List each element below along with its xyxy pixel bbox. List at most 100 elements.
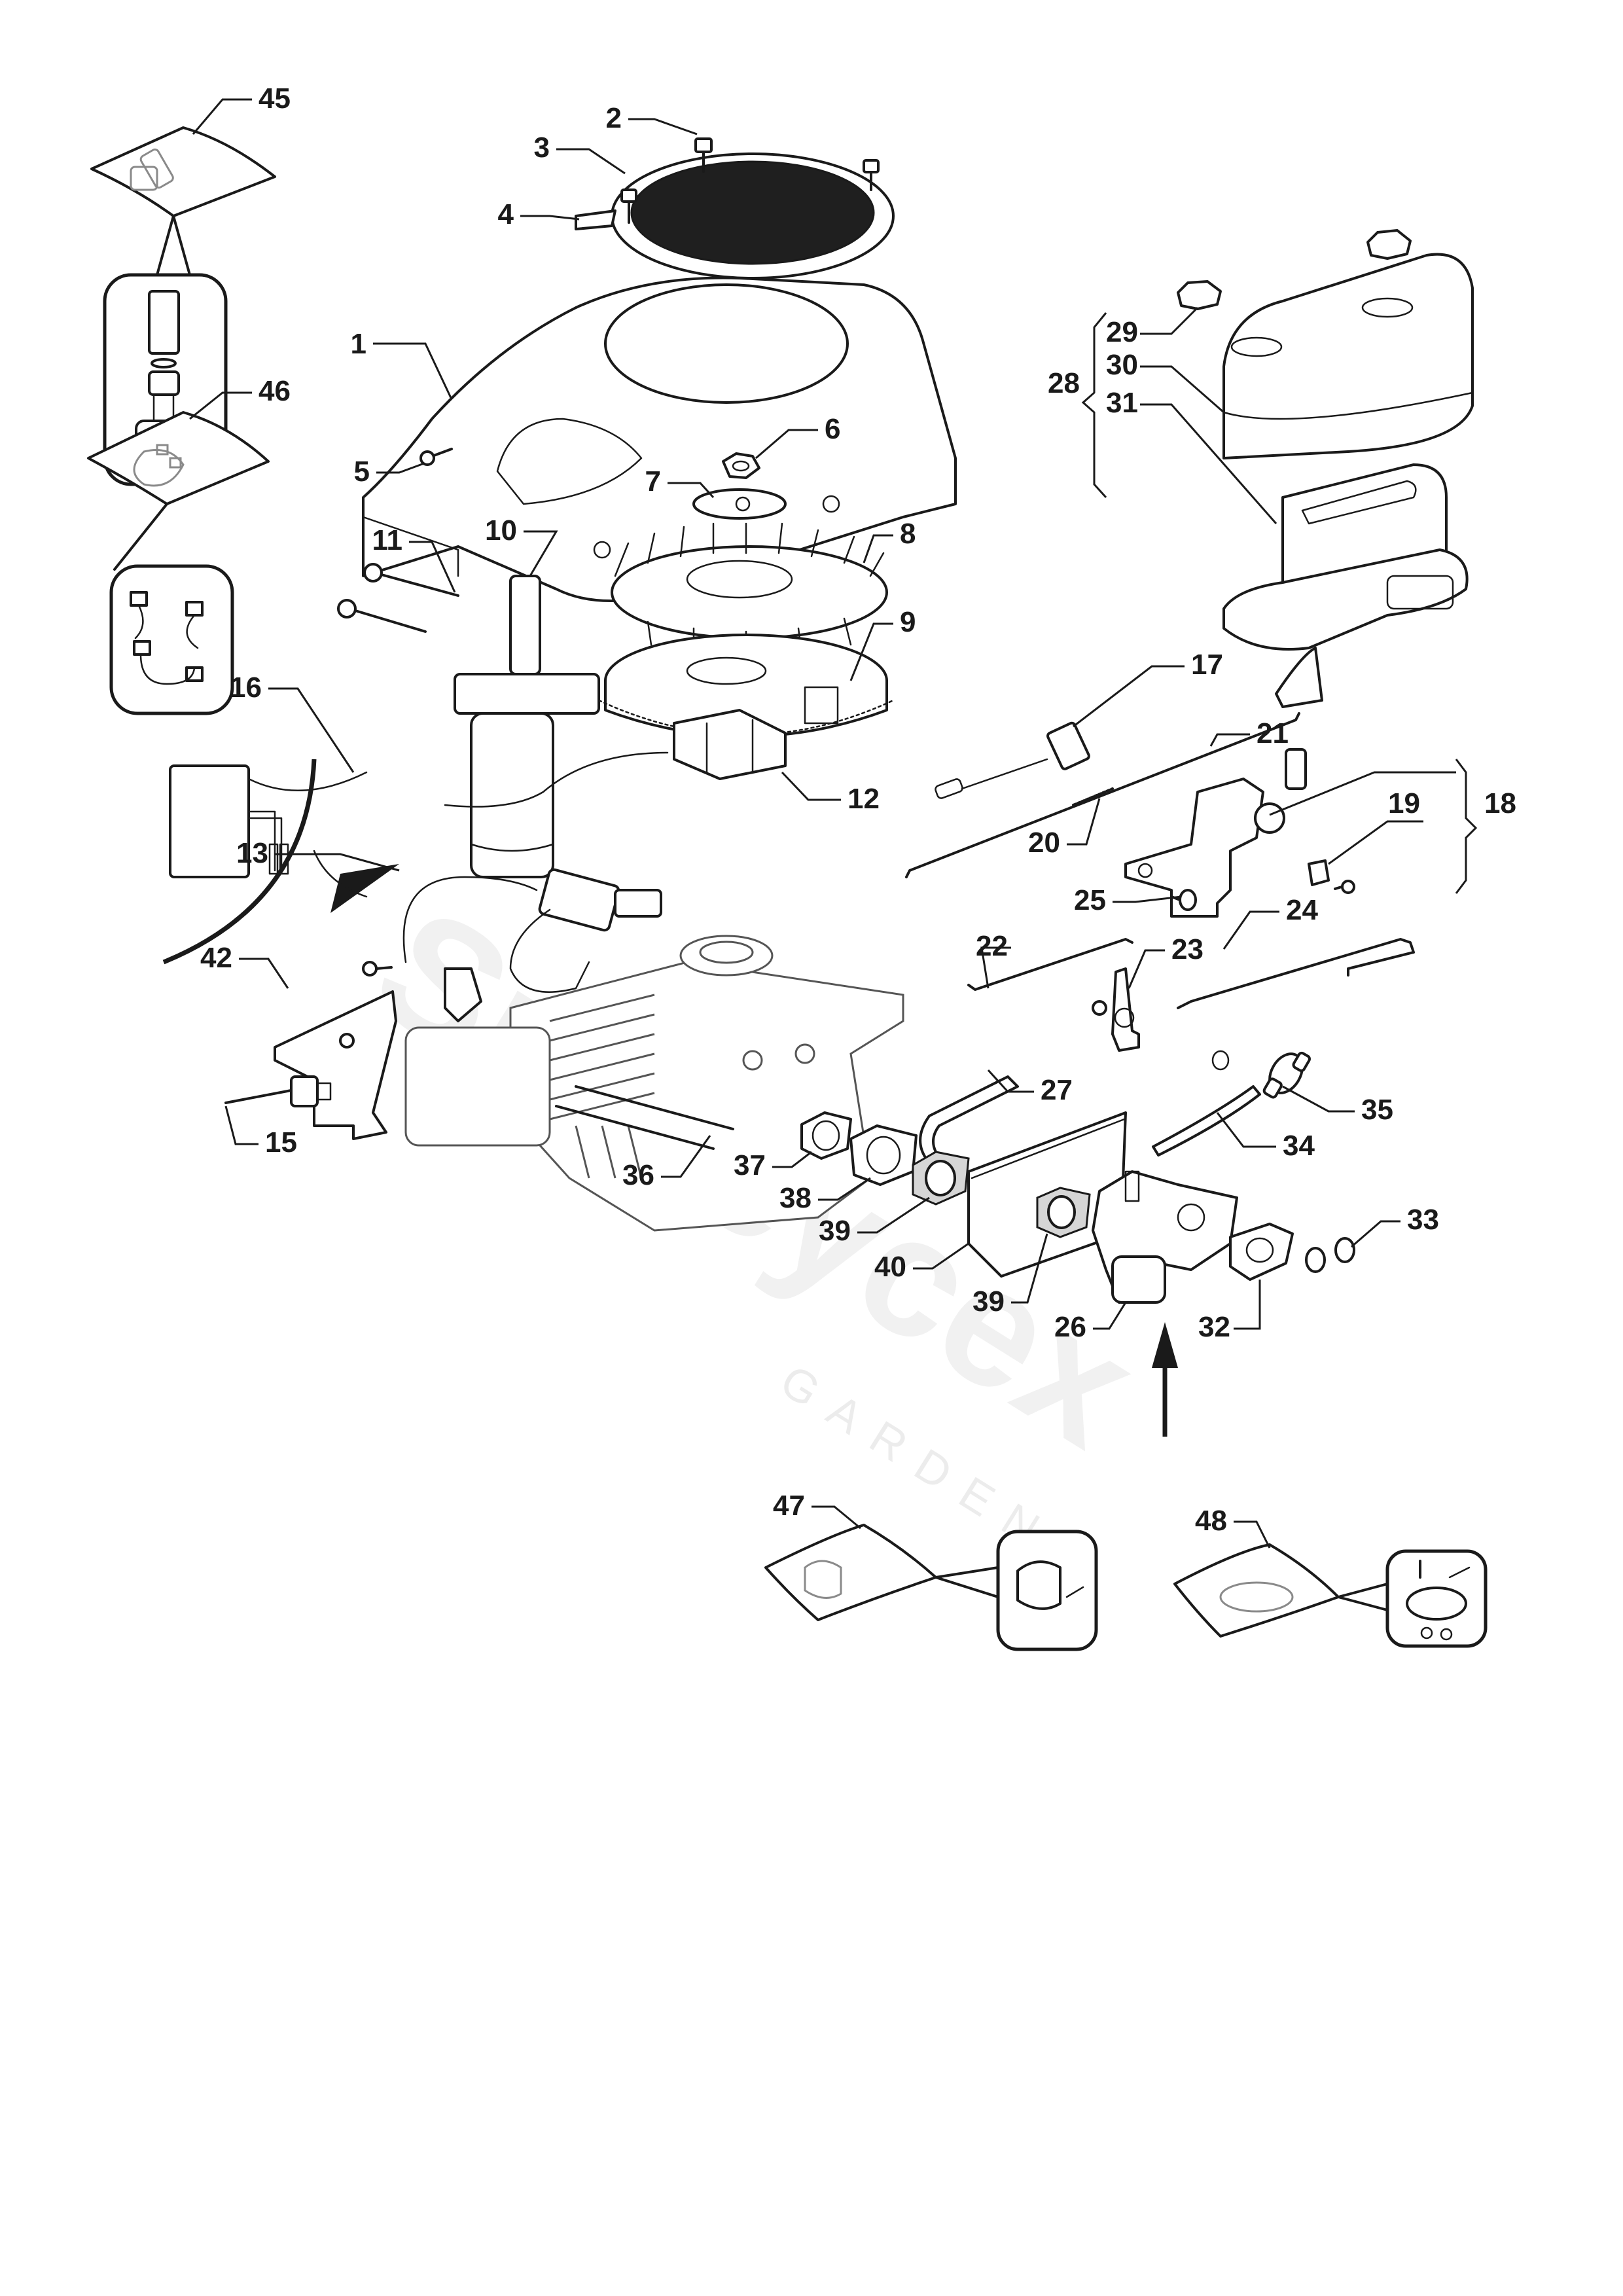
part-2-screw[interactable] (620, 137, 880, 224)
callout-38[interactable]: 38 (779, 1177, 871, 1214)
leader-line (1351, 1220, 1400, 1248)
callout-29[interactable]: 29 (1106, 306, 1199, 348)
callout-24[interactable]: 24 (1222, 894, 1318, 950)
callout-20[interactable]: 20 (1028, 798, 1101, 859)
part-number-label: 45 (259, 82, 291, 115)
part-13-ignition-coil[interactable] (402, 868, 662, 1022)
part-18-control-bracket[interactable] (1124, 748, 1307, 918)
part-number-label: 6 (825, 413, 840, 445)
part-5-screw[interactable] (419, 448, 453, 466)
callout-22[interactable]: 22 (976, 930, 1011, 989)
callout-7[interactable]: 7 (645, 465, 715, 499)
callout-19[interactable]: 19 (1328, 787, 1423, 865)
callout-18[interactable]: 18 (1269, 771, 1516, 819)
part-7-washer-plate[interactable] (692, 488, 787, 520)
callout-23[interactable]: 23 (1128, 933, 1204, 989)
part-number-label: 18 (1484, 787, 1516, 819)
air-filter-base[interactable] (1222, 548, 1469, 708)
callout-46[interactable]: 46 (189, 375, 291, 420)
kit-46-brush[interactable] (87, 411, 270, 715)
part-19-clamp[interactable] (1308, 859, 1355, 894)
part-30-air-filter-cover[interactable] (1222, 253, 1474, 459)
callout-6[interactable]: 6 (755, 413, 840, 459)
leader-line (1113, 895, 1182, 903)
part-17-connector[interactable] (935, 721, 1090, 799)
callout-39b[interactable]: 39 (972, 1233, 1048, 1318)
callout-32[interactable]: 32 (1198, 1280, 1261, 1343)
callout-3[interactable]: 3 (534, 132, 626, 175)
part-11-starter-bolt[interactable] (337, 563, 459, 633)
part-number-label: 25 (1074, 884, 1106, 916)
part-35-fuel-filter[interactable] (1262, 1048, 1311, 1099)
part-22-choke-rod[interactable] (967, 938, 1133, 991)
part-25-screw[interactable] (1170, 889, 1197, 911)
part-number-label: 2 (606, 102, 622, 134)
part-39b-gasket[interactable] (1036, 1187, 1091, 1238)
part-number-label: 35 (1361, 1094, 1393, 1126)
callout-35[interactable]: 35 (1282, 1085, 1393, 1126)
part-6-flywheel-nut[interactable] (722, 452, 760, 479)
part-29-knob[interactable] (1177, 229, 1412, 310)
callout-42[interactable]: 42 (200, 942, 289, 989)
callout-11[interactable]: 11 (372, 524, 456, 593)
callout-36[interactable]: 36 (622, 1135, 711, 1191)
callout-26[interactable]: 26 (1054, 1302, 1127, 1343)
callout-28[interactable]: 28 (1048, 367, 1080, 399)
callout-12[interactable]: 12 (781, 771, 880, 815)
callout-27[interactable]: 27 (987, 1069, 1073, 1106)
callout-45[interactable]: 45 (192, 82, 291, 135)
leader-line (1140, 403, 1277, 524)
callout-40[interactable]: 40 (874, 1242, 969, 1283)
part-number-label: 15 (265, 1126, 297, 1158)
callout-37[interactable]: 37 (734, 1149, 812, 1181)
callout-15[interactable]: 15 (224, 1105, 297, 1158)
part-4-clip[interactable] (575, 209, 616, 230)
callout-10[interactable]: 10 (485, 514, 558, 577)
leader-line (1140, 306, 1199, 335)
leader-line (520, 215, 580, 221)
part-20-spring[interactable] (1072, 787, 1114, 806)
callout-48[interactable]: 48 (1195, 1505, 1271, 1549)
callout-17[interactable]: 17 (1073, 649, 1223, 728)
kit-48-gasket[interactable] (1173, 1543, 1488, 1648)
leader-line (524, 530, 558, 577)
callout-34[interactable]: 34 (1216, 1112, 1315, 1162)
part-26-carburetor[interactable] (1092, 1170, 1238, 1304)
callout-21[interactable]: 21 (1209, 717, 1289, 749)
callout-30[interactable]: 30 (1106, 349, 1224, 414)
callout-2[interactable]: 2 (606, 102, 698, 135)
part-39-gasket[interactable] (912, 1151, 970, 1206)
part-24-choke-link[interactable] (1177, 938, 1415, 1071)
part-33-nut[interactable] (1305, 1237, 1355, 1273)
callout-13[interactable]: 13 (236, 837, 400, 872)
callout-33[interactable]: 33 (1351, 1204, 1439, 1248)
kit-47-float[interactable] (764, 1524, 1098, 1651)
callout-47[interactable]: 47 (773, 1490, 861, 1530)
callout-16[interactable]: 16 (230, 672, 355, 773)
part-12-charging-coil[interactable] (444, 709, 787, 808)
part-10-starter-motor[interactable] (454, 575, 600, 878)
callout-8[interactable]: 8 (863, 518, 916, 564)
part-32-gasket[interactable] (1229, 1223, 1294, 1281)
callout-1[interactable]: 1 (351, 328, 453, 400)
part-15-oil-pressure-switch[interactable] (224, 1075, 332, 1107)
part-37-gasket[interactable] (800, 1111, 852, 1160)
part-36-stud[interactable] (555, 1085, 734, 1150)
callout-39[interactable]: 39 (819, 1196, 930, 1247)
callout-9[interactable]: 9 (849, 606, 916, 681)
part-3-rotating-screen[interactable] (611, 152, 895, 279)
callout-31[interactable]: 31 (1106, 387, 1277, 524)
leader-line (224, 1105, 259, 1145)
callout-25[interactable]: 25 (1074, 884, 1182, 916)
part-34-fuel-hose[interactable] (1152, 1085, 1261, 1157)
part-27-breather-hose[interactable] (919, 1075, 1019, 1160)
part-23-lever[interactable] (1092, 967, 1140, 1052)
part-42-bracket[interactable] (274, 961, 397, 1140)
part-16-rectifier[interactable] (169, 764, 368, 878)
callout-4[interactable]: 4 (498, 198, 580, 230)
part-number-label: 3 (534, 132, 550, 164)
callout-5[interactable]: 5 (354, 456, 425, 488)
part-21-governor-rod[interactable] (905, 712, 1300, 878)
part-number-label: 38 (779, 1182, 812, 1214)
